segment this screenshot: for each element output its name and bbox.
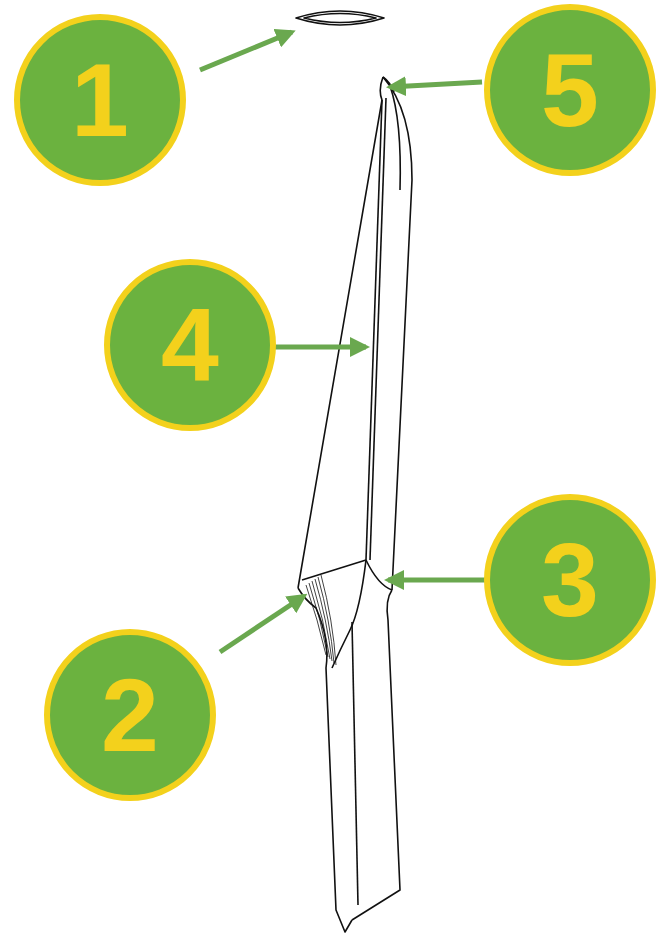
- hatch-stroke: [312, 581, 330, 659]
- leader-arrow: [388, 578, 490, 583]
- hatch-stroke: [315, 579, 332, 661]
- blade-ridge: [366, 100, 382, 560]
- blade-bevel: [390, 86, 400, 190]
- callout-number: 1: [71, 48, 129, 152]
- cross-section: [296, 11, 384, 25]
- callout-circle: 5: [484, 4, 656, 176]
- blade-left-edge: [298, 77, 383, 588]
- callout-number: 3: [541, 528, 599, 632]
- blade-right-edge: [383, 77, 412, 590]
- callout-number: 4: [161, 293, 219, 397]
- callout-number: 2: [101, 663, 159, 767]
- cross-section-inner: [304, 14, 376, 23]
- shoulder-center: [332, 560, 366, 668]
- shoulder-right-2: [387, 590, 392, 620]
- leader-arrow: [266, 345, 366, 350]
- shoulder-hatching: [306, 575, 336, 665]
- callout-circle: 4: [104, 259, 276, 431]
- leader-arrow: [200, 32, 292, 70]
- handle-left: [326, 668, 352, 932]
- hatch-stroke: [321, 575, 336, 665]
- leader-arrow: [220, 596, 304, 652]
- callout-circle: 2: [44, 629, 216, 801]
- handle-right: [352, 620, 400, 920]
- shoulder-right: [366, 560, 392, 590]
- callout-circle: 1: [14, 14, 186, 186]
- leader-arrow: [390, 82, 482, 87]
- callout-number: 5: [541, 38, 599, 142]
- shoulder-top: [302, 560, 366, 580]
- callout-circle: 3: [484, 494, 656, 666]
- blade-ridge-2: [370, 98, 386, 560]
- blade-drawing: [296, 11, 412, 932]
- hatch-stroke: [318, 577, 334, 663]
- handle-ridge: [352, 622, 358, 905]
